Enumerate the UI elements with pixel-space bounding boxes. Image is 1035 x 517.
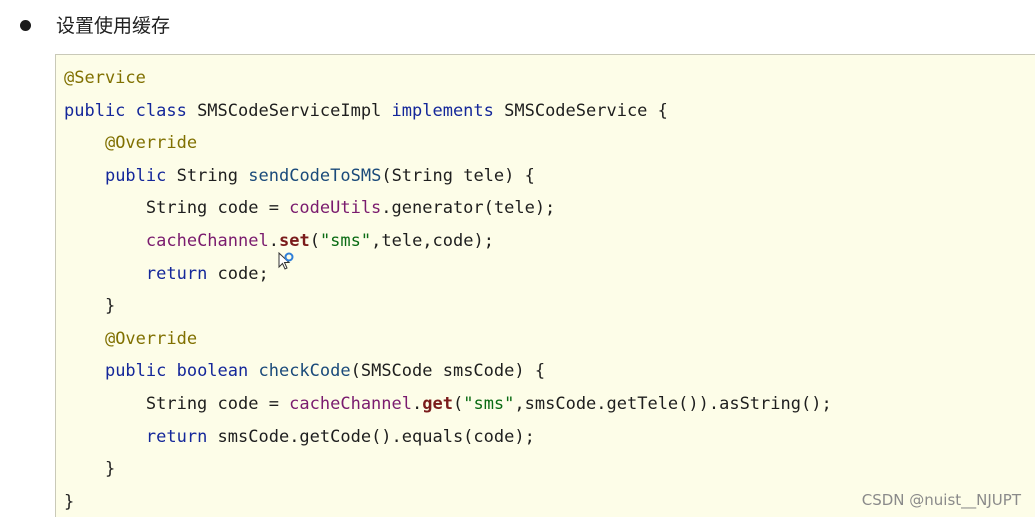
code-token: } [64, 491, 75, 512]
code-token [64, 166, 105, 186]
code-line: cacheChannel.set("sms",tele,code); [64, 227, 494, 255]
code-token: return [145, 263, 218, 284]
code-token: "sms" [463, 394, 515, 414]
code-token: (String tele) { [381, 165, 535, 186]
bullet-item: 设置使用缓存 [0, 0, 1035, 54]
code-line: String code = cacheChannel.get("sms",sms… [64, 390, 832, 418]
code-token: String code = [64, 198, 290, 219]
code-token: public boolean [104, 361, 259, 382]
code-line: } [64, 292, 115, 320]
code-line: @Override [64, 129, 197, 157]
code-line: public class SMSCodeServiceImpl implemen… [64, 97, 668, 125]
code-token: SMSCodeService { [504, 100, 668, 121]
code-line: @Override [64, 325, 197, 353]
code-line: return code; [64, 260, 269, 288]
code-line: } [64, 488, 74, 516]
code-token: } [64, 296, 116, 317]
watermark: CSDN @nuist__NJUPT [861, 491, 1021, 509]
code-token: codeUtils [289, 198, 382, 219]
code-token: cacheChannel [145, 231, 269, 251]
code-token: ( [452, 394, 464, 414]
code-token: @Override [104, 328, 198, 349]
code-token: checkCode [258, 361, 351, 382]
code-token: . [412, 394, 423, 414]
code-token: SMSCodeServiceImpl [197, 100, 392, 121]
code-token [64, 231, 146, 251]
code-token: cacheChannel [289, 394, 412, 414]
code-token: } [64, 459, 116, 480]
code-token: implements [391, 100, 505, 121]
code-line: } [64, 455, 115, 483]
code-token: sendCodeToSMS [248, 165, 382, 186]
code-line: String code = codeUtils.generator(tele); [64, 194, 555, 222]
code-token [64, 427, 146, 447]
code-token: "sms" [319, 231, 372, 251]
code-line: public boolean checkCode(SMSCode smsCode… [64, 357, 545, 385]
code-token: return [145, 426, 218, 447]
code-token: public class [64, 100, 198, 121]
busy-pointer-icon [278, 252, 294, 270]
code-token: set [278, 231, 310, 251]
code-token: code; [217, 263, 269, 284]
code-line: return smsCode.getCode().equals(code); [64, 423, 535, 451]
code-token [64, 361, 105, 381]
code-token: @Override [104, 133, 198, 154]
code-token: String [176, 165, 249, 186]
code-token: ( [309, 231, 320, 251]
bullet-dot-icon [20, 20, 31, 31]
code-token: .generator(tele); [381, 198, 556, 219]
code-token: @Service [64, 68, 146, 88]
bullet-text: 设置使用缓存 [56, 15, 171, 37]
code-token: ,tele,code); [371, 231, 494, 251]
code-line: @Service [64, 64, 146, 92]
code-token: public [104, 165, 177, 186]
code-token: get [422, 394, 453, 414]
code-token [64, 133, 105, 153]
code-token: (SMSCode smsCode) { [350, 361, 546, 382]
code-token [64, 264, 146, 284]
code-token: smsCode.getCode().equals(code); [217, 426, 535, 447]
code-line: public String sendCodeToSMS(String tele)… [64, 162, 535, 190]
code-token [64, 329, 105, 349]
code-token: . [268, 231, 279, 251]
code-token: ,smsCode.getTele()).asString(); [514, 394, 832, 414]
code-token: String code = [64, 394, 290, 414]
code-block: CSDN @nuist__NJUPT @Service public class … [55, 54, 1035, 517]
